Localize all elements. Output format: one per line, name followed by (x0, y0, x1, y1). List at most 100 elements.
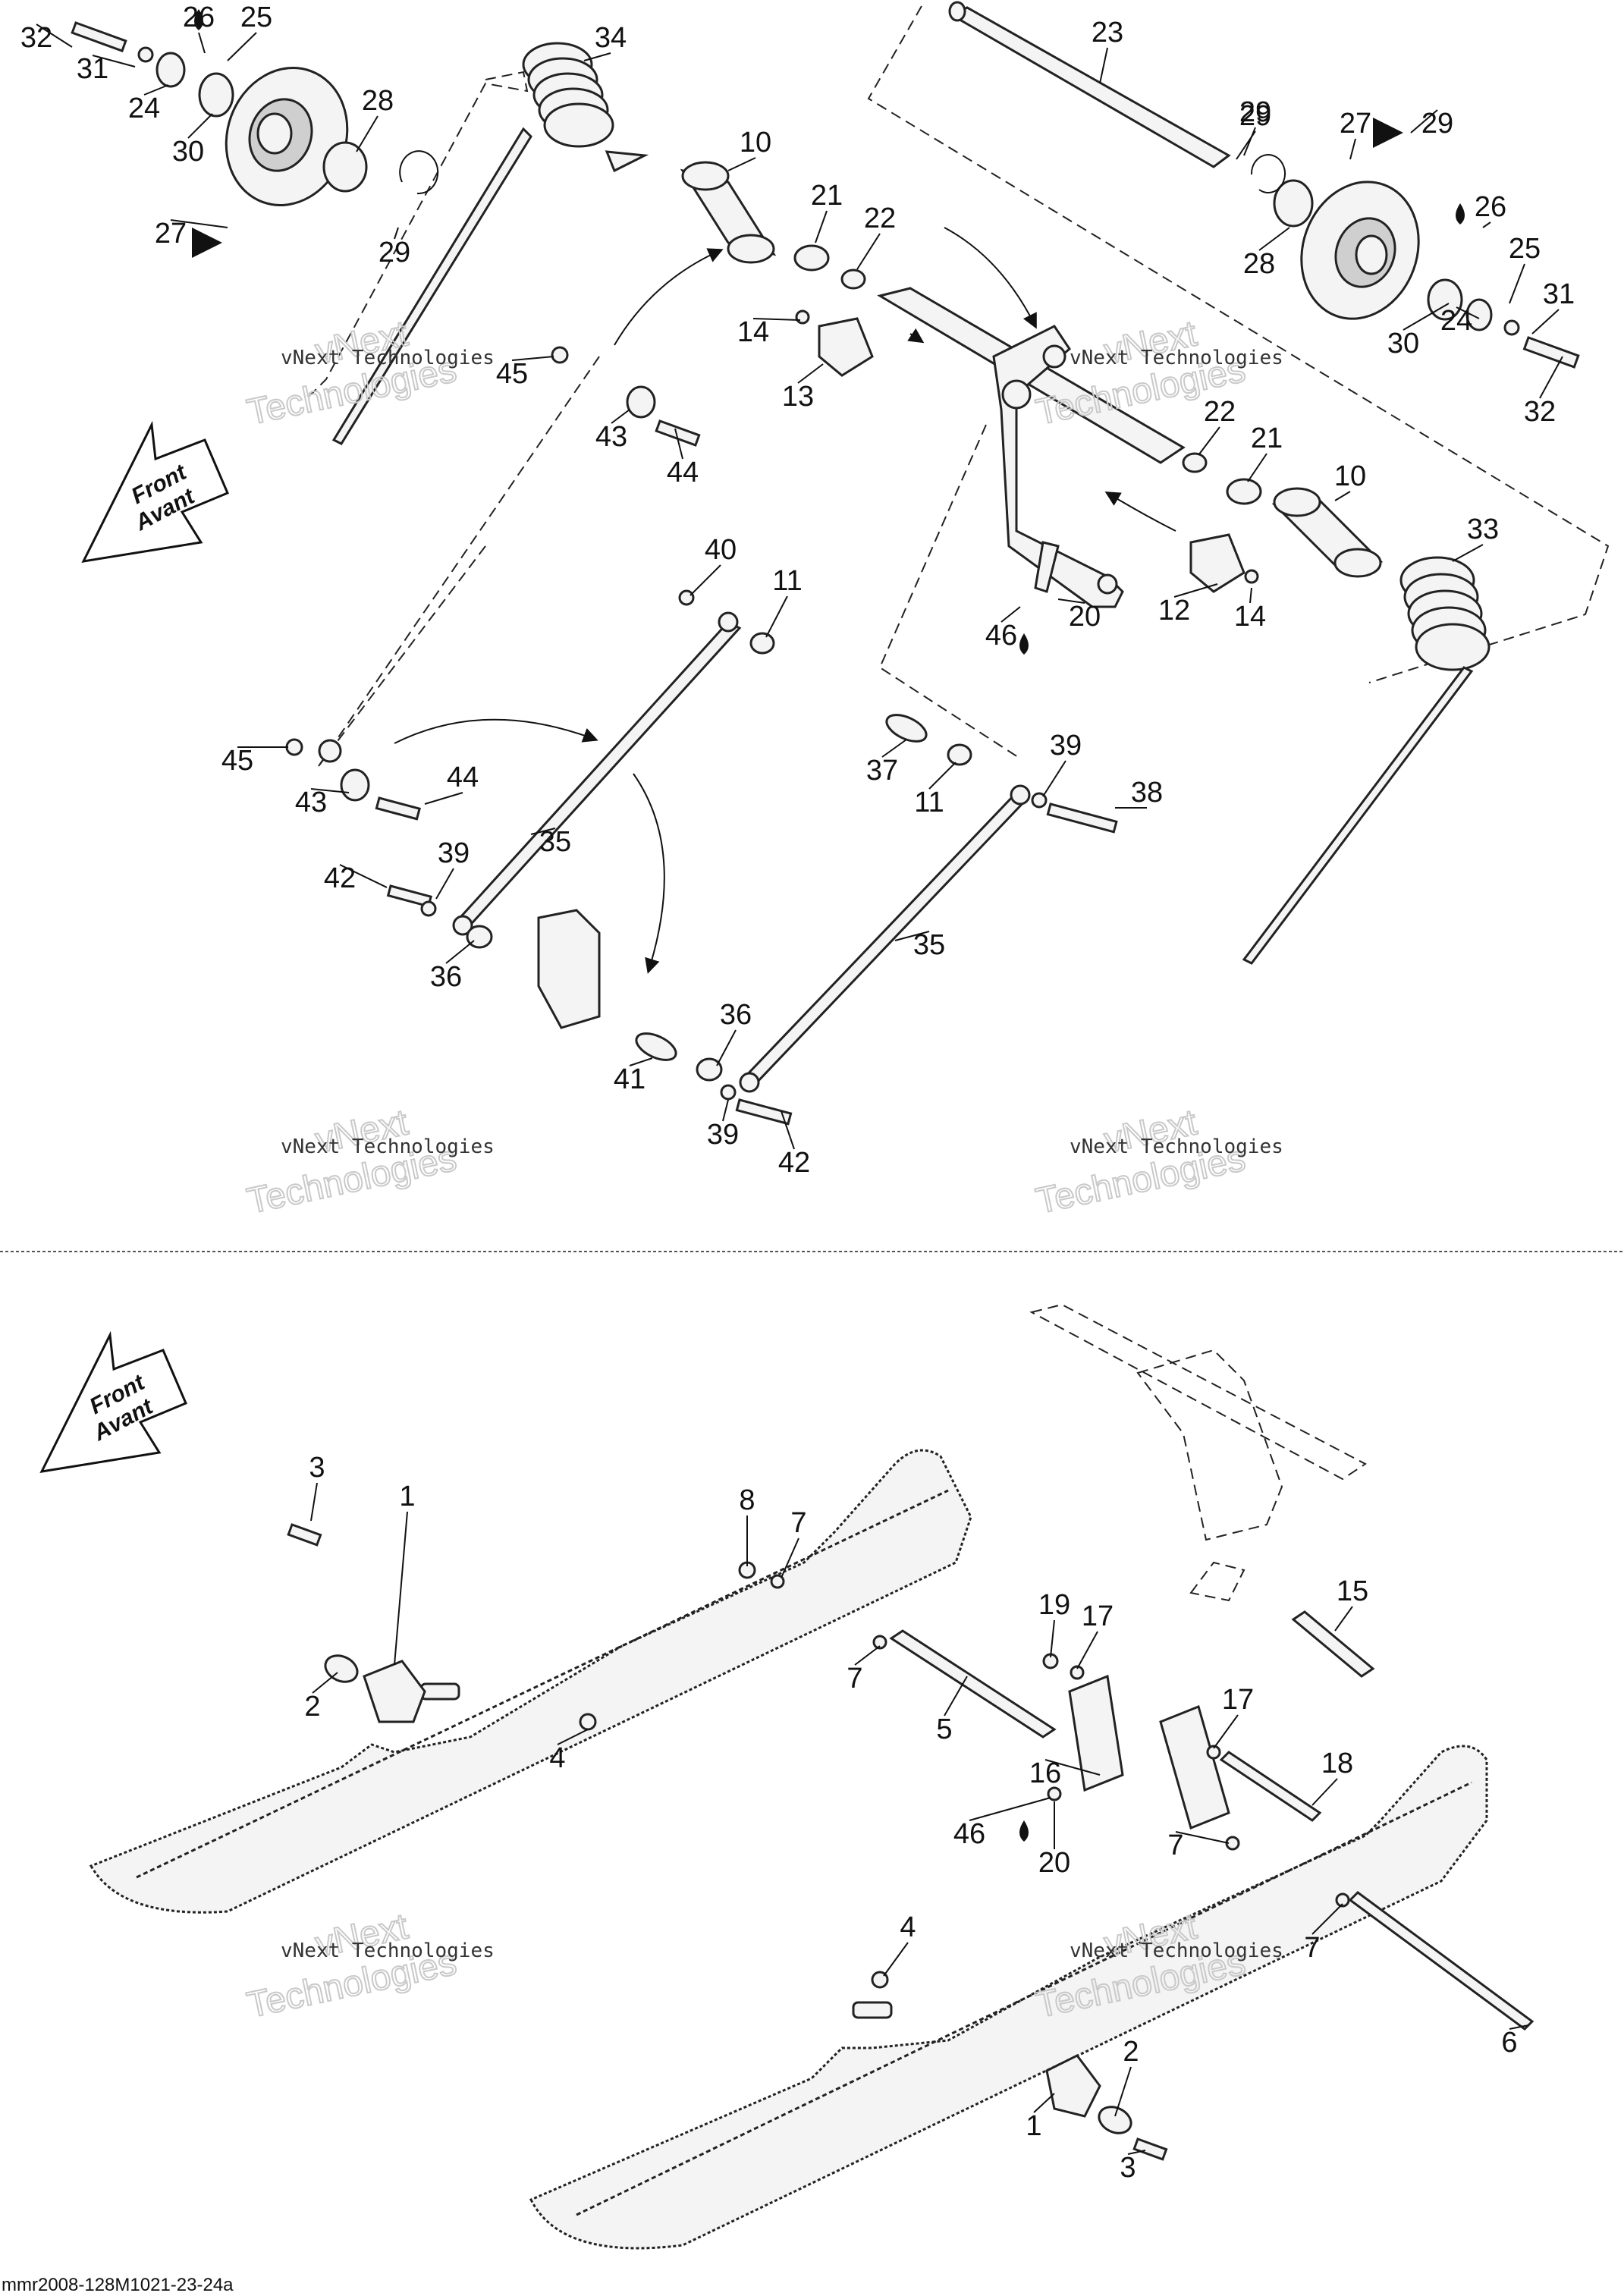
callout-leader (1127, 2150, 1146, 2155)
oil-drop-icon (194, 9, 203, 30)
motion-arrow-4 (394, 718, 598, 744)
callout-number: 28 (362, 85, 394, 117)
bolt-18 (1219, 1751, 1322, 1822)
callout-leader (881, 739, 907, 758)
callout-leader (1076, 1631, 1098, 1669)
washer-7a (770, 1574, 785, 1589)
callout-number: 3 (1120, 2152, 1136, 2184)
callout-leader (1311, 1903, 1343, 1935)
oil-drop-icon (1019, 633, 1029, 655)
callout-number: 10 (740, 127, 771, 159)
callout-number: 11 (772, 565, 802, 597)
pin-15 (1291, 1610, 1375, 1678)
callout-number: 39 (438, 837, 470, 869)
bushing-2-right (1098, 2106, 1132, 2134)
callout-number: 46 (985, 620, 1017, 652)
callout-leader (928, 762, 956, 790)
washer-7b (872, 1635, 887, 1650)
callout-number: 17 (1222, 1684, 1254, 1716)
callout-number: 44 (447, 762, 479, 793)
callout-leader (944, 1676, 968, 1717)
svg-text:vNext Technologies: vNext Technologies (281, 347, 495, 369)
figure-id: mmr2008-128M1021-23-24a (2, 2275, 234, 2295)
callout-leader (1243, 127, 1256, 156)
bolt-3-right (1132, 2137, 1168, 2161)
callout-leader (1334, 491, 1351, 501)
callout-number: 30 (1387, 328, 1419, 360)
callout-leader (1410, 109, 1438, 133)
bushing-11b (947, 743, 972, 766)
callout-number: 28 (1243, 248, 1275, 280)
callout-number: 27 (1340, 108, 1371, 140)
washer-39c (720, 1084, 737, 1101)
assembly-outline-rear (867, 5, 1610, 683)
callout-leader (339, 864, 388, 888)
callout-number: 43 (595, 421, 627, 453)
bolt-42b (735, 1098, 793, 1126)
callout-number: 24 (128, 93, 160, 124)
callout-leader (1000, 606, 1021, 623)
callout-leader (1311, 1778, 1338, 1806)
callout-leader (674, 428, 683, 460)
callout-number: 36 (430, 961, 462, 993)
stopper-13 (818, 317, 874, 377)
callout-number: 10 (1334, 460, 1366, 492)
callout-number: 42 (324, 862, 356, 894)
callout-number: 31 (1543, 278, 1575, 310)
callout-leader (969, 1797, 1051, 1821)
callout-leader (445, 940, 475, 964)
callout-leader (187, 113, 213, 139)
callout-number: 3 (309, 1452, 325, 1484)
bushing-21-right (1226, 478, 1262, 505)
watermark-1: vNext Technologies vNext Technologies (243, 313, 495, 433)
watermark-3: vNext Technologies vNext Technologies (243, 1101, 494, 1222)
watermark-4: vNext Technologies vNext Technologies (1032, 1101, 1283, 1222)
nut-40 (678, 589, 695, 606)
ring-22-right (1182, 452, 1208, 473)
motion-arrow-6 (1104, 491, 1176, 532)
callout-leader (611, 409, 630, 424)
callout-number: 24 (1440, 305, 1472, 337)
motion-arrow-3 (907, 328, 925, 344)
callout-number: 18 (1321, 1748, 1353, 1779)
callout-leader (557, 1729, 589, 1745)
callout-leader (1509, 263, 1525, 304)
callout-number: 4 (549, 1742, 565, 1774)
callout-number: 5 (936, 1713, 952, 1745)
callout-leader (170, 219, 228, 228)
callout-leader (36, 24, 73, 48)
washer-17b (1206, 1745, 1221, 1760)
callout-number: 38 (1131, 777, 1163, 809)
callout-number: 8 (739, 1484, 755, 1516)
callout-leader (1482, 221, 1491, 228)
link-rod-35-right (739, 784, 1031, 1093)
callout-number: 1 (1026, 2110, 1041, 2142)
callout-number: 7 (1167, 1830, 1183, 1861)
callout-leader (1213, 1714, 1239, 1749)
callout-leader (312, 1672, 338, 1694)
svg-text:vNext Technologies: vNext Technologies (281, 1940, 495, 1962)
callout-leader (781, 1110, 795, 1150)
callout-leader (1033, 2093, 1055, 2113)
slide-rail-right (529, 1745, 1488, 2250)
bracket-16b (1159, 1704, 1230, 1830)
ring-22-left (840, 269, 866, 290)
callout-number: 35 (539, 826, 571, 858)
callout-leader (198, 32, 206, 54)
bushing-36a (466, 925, 493, 949)
callout-number: 15 (1337, 1575, 1368, 1607)
watermark-5: vNext Technologies vNext Technologies (243, 1905, 495, 2026)
callout-number: 17 (1082, 1600, 1114, 1632)
callout-number: 14 (1234, 601, 1266, 633)
callout-number: 29 (1239, 100, 1271, 132)
callout-leader (143, 84, 169, 96)
callout-leader (1099, 47, 1108, 84)
callout-leader (883, 1942, 909, 1977)
callout-number: 7 (1304, 1932, 1320, 1964)
motion-arrow-2 (944, 227, 1037, 329)
bracket-16a (1068, 1674, 1124, 1792)
callout-number: 45 (221, 745, 253, 777)
callout-leader (1334, 1606, 1353, 1632)
callout-leader (856, 233, 881, 270)
